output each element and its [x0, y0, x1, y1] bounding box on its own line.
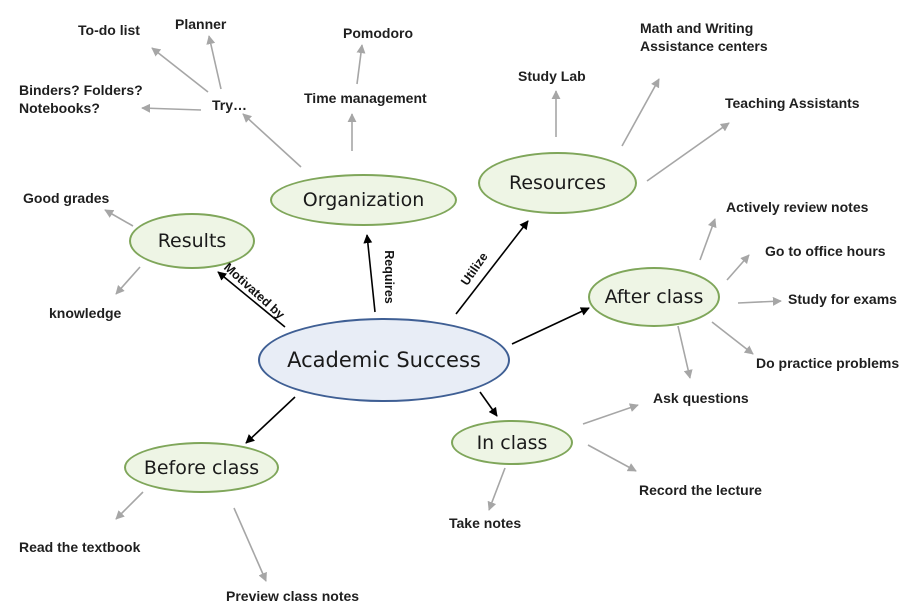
leaf-good-grades: Good grades: [23, 190, 110, 206]
leaf-record-lecture: Record the lecture: [639, 482, 762, 498]
arrow-to-todo-list: [151, 47, 209, 93]
arrow-to-read-textbook: [115, 491, 144, 520]
arrow-to-resources: [455, 220, 529, 315]
arrow-to-office-hours: [726, 254, 750, 281]
in-class-label: In class: [476, 431, 548, 454]
arrow-to-binders: [141, 103, 202, 113]
organization-node: Organization: [270, 174, 457, 226]
leaf-office-hours: Go to office hours: [765, 243, 886, 259]
arrow-to-take-notes: [487, 467, 506, 511]
arrow-to-preview-notes: [233, 507, 267, 582]
arrow-to-results: [217, 271, 286, 328]
arrow-to-ask-questions: [677, 325, 693, 379]
relation-requires: Requires: [381, 250, 396, 304]
resources-node: Resources: [478, 152, 637, 214]
arrow-to-planner: [206, 35, 222, 90]
academic-success-node: Academic Success: [258, 318, 510, 402]
leaf-preview-notes: Preview class notes: [226, 588, 360, 604]
arrow-to-record-lecture: [587, 444, 637, 472]
after-class-label: After class: [604, 286, 704, 308]
leaf-practice-problems: Do practice problems: [756, 355, 900, 371]
arrow-to-in-class: [479, 391, 498, 417]
arrow-to-before-class: [245, 396, 296, 444]
leaf-read-textbook: Read the textbook: [19, 539, 141, 555]
leaf-teaching-assistants: Teaching Assistants: [725, 95, 860, 111]
arrow-to-practice-problems: [711, 321, 754, 355]
arrow-to-pomodoro: [356, 44, 366, 85]
leaf-study-lab: Study Lab: [518, 68, 586, 84]
academic-success-label: Academic Success: [287, 348, 481, 372]
arrow-to-review-notes: [699, 218, 717, 261]
resources-label: Resources: [508, 172, 607, 194]
leaf-assistance-centers: Math and Writing Assistance centers: [640, 20, 768, 54]
in-class-node: In class: [451, 420, 573, 465]
before-class-node: Before class: [124, 442, 279, 493]
leaf-ask-questions: Ask questions: [653, 390, 749, 406]
leaf-planner: Planner: [175, 16, 227, 32]
arrow-to-good-grades: [104, 209, 134, 227]
arrow-to-teaching-assistants: [646, 122, 730, 182]
leaf-binders-folders-notebooks: Binders? Folders? Notebooks?: [19, 82, 143, 116]
leaf-pomodoro: Pomodoro: [343, 25, 413, 41]
arrow-to-after-class: [511, 307, 590, 345]
leaf-try: Try…: [212, 97, 248, 113]
arrow-to-study-exams: [737, 296, 782, 306]
results-node: Results: [129, 213, 255, 269]
arrow-to-organization: [363, 234, 376, 313]
leaf-time-management: Time management: [304, 90, 427, 106]
arrow-to-ask-questions-from-in-class: [582, 403, 639, 425]
leaf-take-notes: Take notes: [449, 515, 522, 531]
arrow-to-try: [242, 113, 302, 168]
leaf-knowledge: knowledge: [49, 305, 122, 321]
leaf-study-exams: Study for exams: [788, 291, 897, 307]
arrow-to-knowledge: [115, 266, 141, 295]
arrow-to-assistance-centers: [621, 78, 660, 147]
leaf-review-notes: Actively review notes: [726, 199, 869, 215]
before-class-label: Before class: [143, 456, 260, 479]
organization-label: Organization: [302, 189, 425, 211]
results-label: Results: [157, 230, 227, 252]
leaf-to-do-list: To-do list: [78, 22, 140, 38]
after-class-node: After class: [588, 267, 720, 327]
